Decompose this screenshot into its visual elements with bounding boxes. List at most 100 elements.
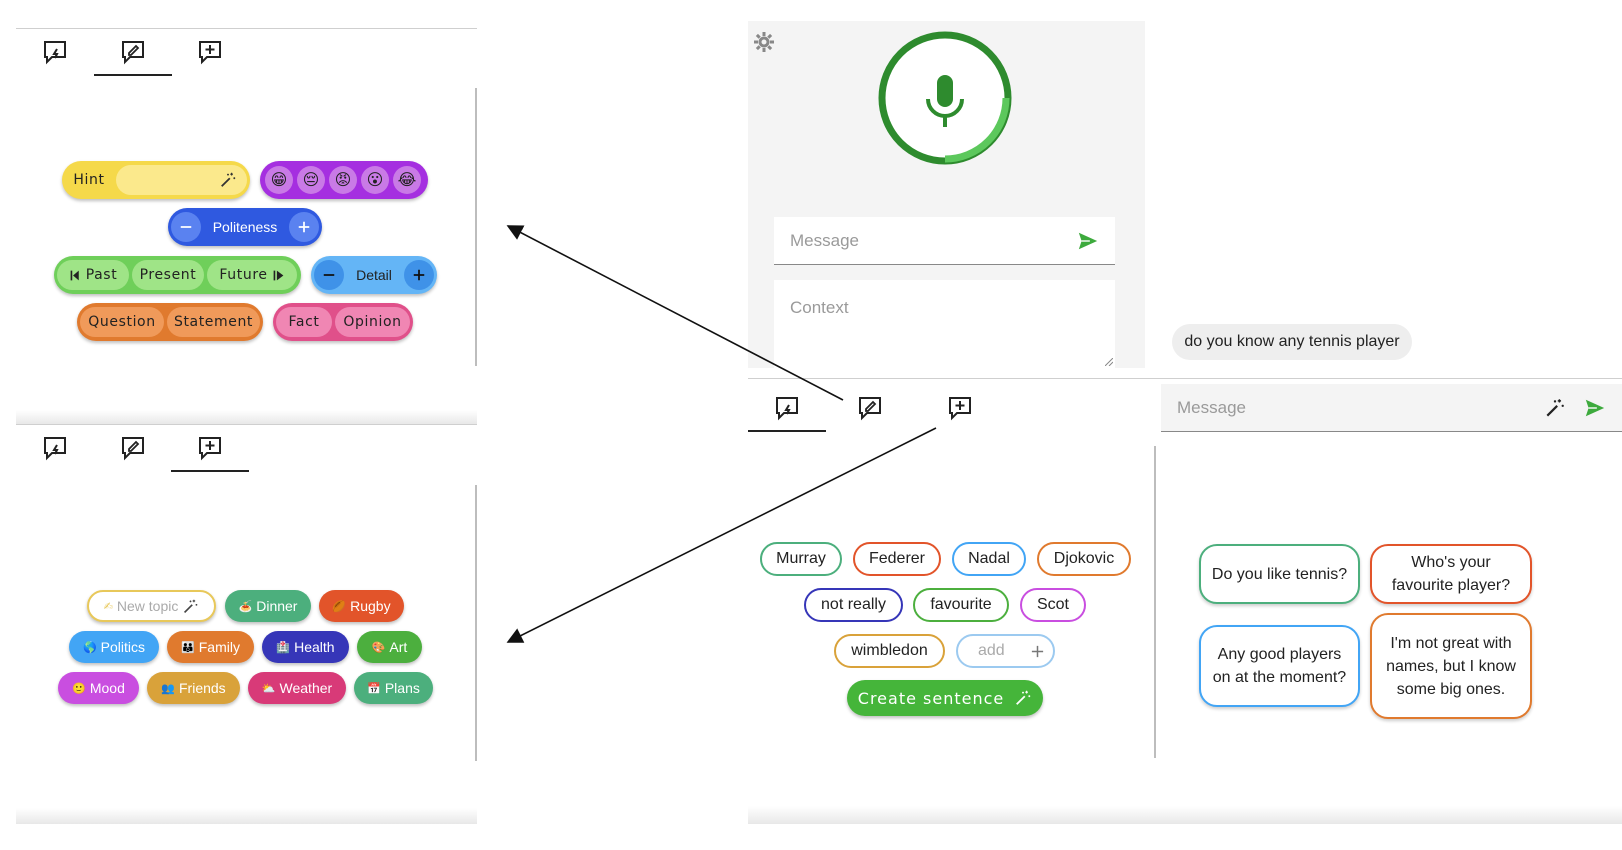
topic-label: Weather (279, 680, 333, 696)
microphone-button[interactable] (876, 29, 1014, 167)
magic-wand-icon (221, 172, 236, 187)
tense-future[interactable]: Future (207, 260, 297, 290)
add-keyword-input[interactable]: add (956, 634, 1055, 668)
tab-edit[interactable] (94, 28, 172, 76)
topic-family[interactable]: 👪Family (167, 631, 254, 663)
plus-icon[interactable] (1030, 644, 1045, 659)
suggestion-card[interactable]: I'm not great with names, but I know som… (1370, 613, 1532, 719)
add-message-icon (949, 397, 971, 421)
tab-add[interactable] (171, 424, 249, 472)
context-input[interactable]: Context (774, 280, 1115, 368)
tense-future-label: Future (219, 267, 268, 283)
suggestion-card[interactable]: Do you like tennis? (1199, 544, 1360, 604)
hint-input[interactable] (116, 165, 247, 195)
tab-edit[interactable] (94, 424, 172, 472)
type-statement[interactable]: Statement (167, 307, 260, 337)
topic-health[interactable]: 🏥Health (262, 631, 349, 663)
tab-edit[interactable] (831, 384, 909, 432)
politeness-group: Politeness (168, 208, 322, 246)
tab-add[interactable] (171, 28, 249, 76)
topic-weather[interactable]: ⛅Weather (248, 672, 346, 704)
suggestion-card[interactable]: Who's your favourite player? (1370, 544, 1532, 604)
suggestion-card[interactable]: Any good players on at the moment? (1199, 625, 1360, 707)
plus-icon (298, 221, 310, 233)
create-sentence-label: Create sentence (857, 688, 1005, 708)
magic-wand-icon (184, 599, 198, 613)
keyword-chip[interactable]: Djokovic (1037, 542, 1131, 576)
scrollbar[interactable] (1154, 446, 1156, 758)
edit-message-icon (859, 397, 881, 421)
keyword-chip[interactable]: Federer (853, 542, 941, 576)
quick-reply-icon (44, 437, 66, 461)
resize-handle-icon[interactable] (1105, 358, 1113, 366)
topic-label: Family (198, 639, 240, 655)
keyword-chip[interactable]: not really (804, 588, 903, 622)
keyword-chip[interactable]: favourite (913, 588, 1009, 622)
tab-quick-reply[interactable] (16, 28, 94, 76)
send-icon[interactable] (1584, 397, 1606, 419)
topic-label: Art (389, 639, 408, 655)
calendar-icon: 📅 (367, 682, 381, 695)
topic-plans[interactable]: 📅Plans (354, 672, 433, 704)
gear-icon[interactable] (752, 30, 776, 54)
scrollbar[interactable] (475, 88, 477, 366)
hint-label: Hint (73, 172, 105, 188)
modality-opinion[interactable]: Opinion (335, 307, 410, 337)
step-back-icon (70, 270, 79, 280)
tense-present[interactable]: Present (132, 260, 204, 290)
topic-mood[interactable]: 🙂Mood (58, 672, 139, 704)
topic-rugby[interactable]: 🏉Rugby (319, 590, 404, 622)
scrollbar[interactable] (475, 485, 477, 761)
tense-group: Past Present Future (54, 256, 301, 294)
emoji-laugh[interactable]: 😂 (393, 166, 421, 194)
edit-message-icon (122, 437, 144, 461)
tab-quick-reply[interactable] (748, 384, 826, 432)
tab-quick-reply[interactable] (16, 424, 94, 472)
emoji-sad[interactable]: 😔 (297, 166, 325, 194)
keyword-chip[interactable]: wimbledon (834, 634, 945, 668)
increase-detail-button[interactable] (403, 260, 434, 290)
tense-past[interactable]: Past (57, 260, 129, 290)
topic-label: Mood (89, 680, 125, 696)
smile-icon: 🙂 (72, 682, 86, 695)
topic-label: Politics (100, 639, 146, 655)
message-input[interactable]: Message (774, 217, 1115, 265)
minus-icon (180, 226, 192, 228)
keyword-chip[interactable]: Murray (760, 542, 842, 576)
emoji-grin[interactable]: 😁 (265, 166, 293, 194)
hospital-icon: 🏥 (276, 641, 291, 654)
topic-art[interactable]: 🎨Art (357, 631, 422, 663)
keyword-chip[interactable]: Nadal (952, 542, 1026, 576)
decrease-politeness-button[interactable] (171, 212, 201, 242)
palette-icon: 🎨 (371, 641, 386, 654)
magic-wand-icon[interactable] (1544, 397, 1566, 419)
decrease-detail-button[interactable] (314, 260, 344, 290)
topic-label: Rugby (350, 598, 391, 614)
divider (16, 28, 477, 29)
create-sentence-button[interactable]: Create sentence (847, 680, 1043, 716)
globe-icon: 🌎 (82, 641, 97, 654)
friends-icon: 👥 (161, 682, 175, 695)
tense-past-label: Past (85, 267, 118, 283)
chat-message-input[interactable]: Message (1161, 384, 1622, 432)
topic-dinner[interactable]: 🍝Dinner (225, 590, 311, 622)
increase-politeness-button[interactable] (289, 212, 319, 242)
emoji-angry[interactable]: 😡 (329, 166, 357, 194)
divider (16, 424, 477, 425)
modality-fact[interactable]: Fact (276, 307, 332, 337)
tab-add[interactable] (921, 384, 999, 432)
chat-message-placeholder: Message (1177, 397, 1246, 417)
message-placeholder: Message (790, 230, 859, 250)
edit-message-icon (122, 41, 144, 65)
keyword-chip[interactable]: Scot (1020, 588, 1086, 622)
panel-bottom-shadow (748, 806, 1622, 824)
magic-wand-icon (1016, 690, 1031, 705)
topic-politics[interactable]: 🌎Politics (69, 631, 159, 663)
topic-friends[interactable]: 👥Friends (147, 672, 240, 704)
incoming-message: do you know any tennis player (1172, 324, 1412, 360)
pencil-icon: ✍ (103, 600, 113, 613)
send-icon[interactable] (1077, 230, 1099, 252)
type-question[interactable]: Question (80, 307, 164, 337)
new-topic-button[interactable]: ✍ New topic (87, 590, 216, 622)
emoji-surprised[interactable]: 😮 (361, 166, 389, 194)
